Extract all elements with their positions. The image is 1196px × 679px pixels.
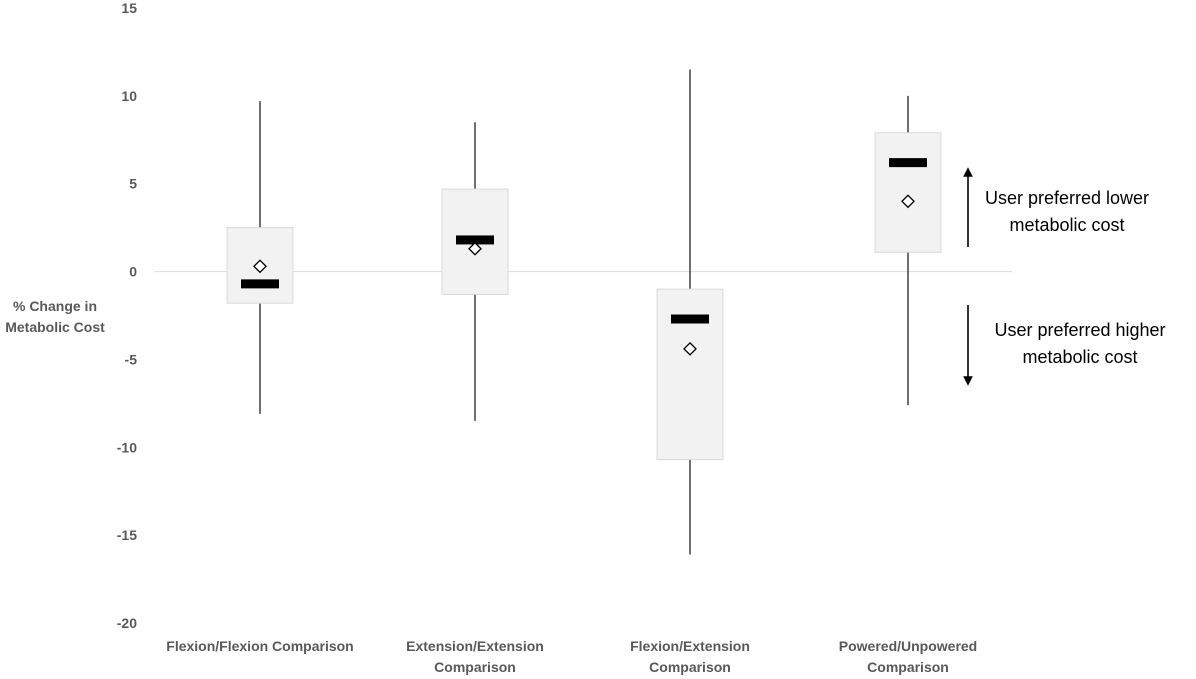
y-tick-label: -5 — [125, 351, 138, 367]
median-bar — [241, 279, 279, 289]
annotation-text: metabolic cost — [1009, 215, 1124, 235]
annotation-text: metabolic cost — [1022, 347, 1137, 367]
iqr-box — [874, 132, 942, 253]
mean-marker — [683, 341, 697, 356]
category-label: Flexion/Extension — [630, 638, 750, 654]
box-group — [441, 122, 509, 421]
y-tick-label: 5 — [129, 176, 137, 192]
mean-marker — [468, 241, 482, 256]
y-axis-label: Metabolic Cost — [5, 319, 105, 335]
median-bar — [456, 235, 494, 245]
mean-marker — [901, 194, 915, 209]
category-label: Flexion/Flexion Comparison — [166, 638, 353, 654]
y-tick-label: 0 — [129, 264, 137, 280]
annotation-text: User preferred lower — [985, 188, 1149, 208]
box-group — [874, 95, 942, 406]
y-tick-label: -20 — [117, 615, 137, 631]
mean-marker — [253, 259, 267, 274]
median-bar — [671, 314, 709, 324]
box-group — [656, 69, 724, 555]
y-tick-label: 10 — [121, 88, 137, 104]
category-label: Powered/Unpowered — [839, 638, 977, 654]
category-label: Extension/Extension — [406, 638, 544, 654]
median-bar — [889, 158, 927, 168]
category-label: Comparison — [867, 659, 949, 675]
y-tick-label: 15 — [121, 0, 137, 16]
y-tick-label: -15 — [117, 527, 137, 543]
y-tick-label: -10 — [117, 439, 137, 455]
box-group — [226, 101, 294, 414]
y-axis-label: % Change in — [13, 298, 97, 314]
category-label: Comparison — [434, 659, 516, 675]
category-label: Comparison — [649, 659, 731, 675]
annotation-text: User preferred higher — [994, 320, 1165, 340]
